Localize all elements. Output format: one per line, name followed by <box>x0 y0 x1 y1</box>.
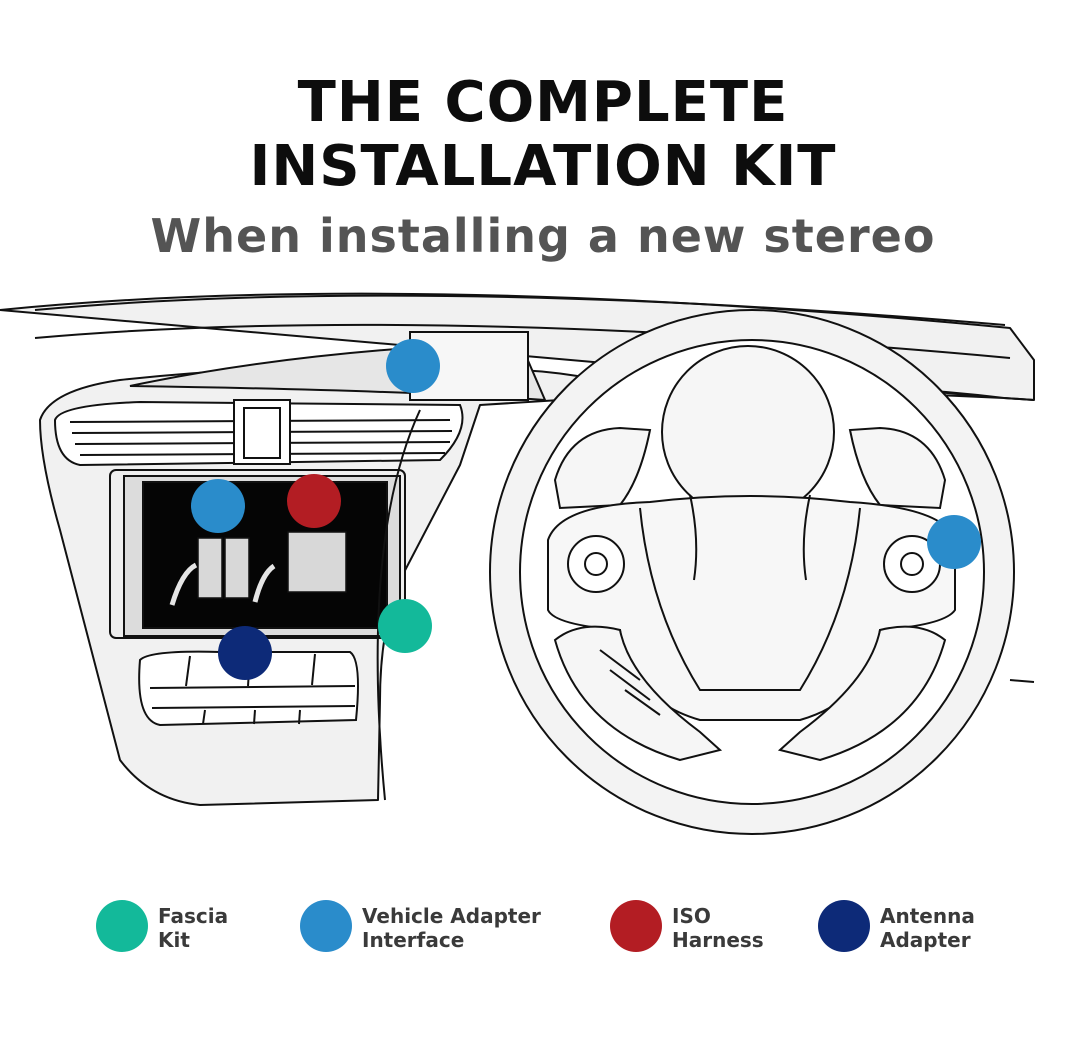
subtitle: When installing a new stereo <box>0 206 1086 266</box>
dashboard-illustration <box>0 280 1086 860</box>
stereo-unit <box>110 470 405 638</box>
navy-dot-icon <box>818 900 870 952</box>
legend-text: Adapter <box>880 928 1080 952</box>
antenna-adapter-marker <box>218 626 272 680</box>
vehicle-adapter-marker-dash <box>386 339 440 393</box>
legend-text: Vehicle Adapter <box>362 904 562 928</box>
title-line-2: INSTALLATION KIT <box>0 136 1086 198</box>
legend-text: Antenna <box>880 904 1080 928</box>
vehicle-adapter-marker-wheel <box>927 515 981 569</box>
red-dot-icon <box>610 900 662 952</box>
fascia-kit-marker <box>378 599 432 653</box>
legend-label-antenna-adapter: Antenna Adapter <box>880 904 1080 952</box>
vehicle-adapter-marker-screen <box>191 479 245 533</box>
light-blue-dot-icon <box>300 900 352 952</box>
steering-wheel <box>490 310 1014 834</box>
iso-harness-marker <box>287 474 341 528</box>
legend-label-vehicle-adapter: Vehicle Adapter Interface <box>362 904 562 952</box>
title-line-1: THE COMPLETE <box>0 72 1086 134</box>
air-vents <box>55 400 463 465</box>
teal-dot-icon <box>96 900 148 952</box>
legend-text: Interface <box>362 928 562 952</box>
